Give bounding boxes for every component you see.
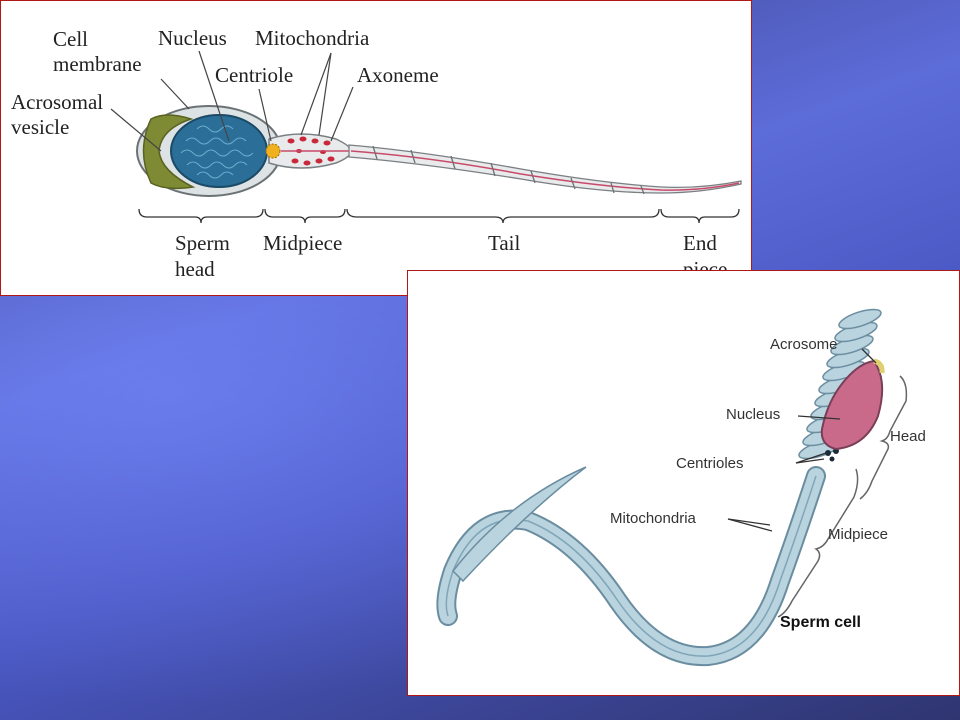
top-diagram-panel: Cell membrane Nucleus Mitochondria Centr… bbox=[0, 0, 752, 296]
caption-sperm-cell: Sperm cell bbox=[780, 614, 861, 631]
mitochondria-dots bbox=[287, 136, 335, 166]
nucleus-texture bbox=[180, 125, 254, 179]
label-sperm-head-line2: head bbox=[175, 257, 215, 281]
label-acrosome: Acrosome bbox=[770, 336, 838, 353]
tail-end bbox=[451, 466, 587, 583]
top-sperm-diagram: Cell membrane Nucleus Mitochondria Centr… bbox=[11, 26, 742, 281]
bottom-braces bbox=[777, 375, 908, 618]
label-sperm-head-line1: Sperm bbox=[175, 231, 230, 255]
tail-rings bbox=[372, 145, 645, 195]
label-mitochondria: Mitochondria bbox=[610, 510, 697, 527]
centriole-shape bbox=[265, 143, 281, 159]
label-head: Head bbox=[890, 428, 926, 445]
label-centrioles: Centrioles bbox=[676, 455, 744, 472]
label-midpiece: Midpiece bbox=[828, 526, 888, 543]
label-end-piece-line1: End bbox=[683, 231, 717, 255]
label-nucleus: Nucleus bbox=[726, 406, 780, 423]
tail-body bbox=[438, 468, 824, 665]
label-acrosomal-line1: Acrosomal bbox=[11, 90, 103, 114]
tail-axoneme bbox=[350, 150, 740, 191]
bottom-diagram-panel: Acrosome Nucleus Head Centrioles Mitocho… bbox=[407, 270, 960, 696]
acrosomal-vesicle-shape bbox=[142, 114, 196, 190]
label-axoneme: Axoneme bbox=[357, 63, 439, 87]
tail-shape bbox=[348, 144, 742, 194]
label-midpiece: Midpiece bbox=[263, 231, 342, 255]
tail-axis bbox=[445, 475, 817, 657]
label-centriole: Centriole bbox=[215, 63, 293, 87]
label-nucleus: Nucleus bbox=[158, 26, 227, 50]
label-acrosomal-line2: vesicle bbox=[11, 115, 69, 139]
bottom-pointer-lines bbox=[727, 348, 877, 532]
label-cell-membrane-line1: Cell bbox=[53, 27, 88, 51]
label-mitochondria: Mitochondria bbox=[255, 26, 370, 50]
label-cell-membrane-line2: membrane bbox=[53, 52, 142, 76]
top-pointer-lines bbox=[110, 50, 354, 152]
label-tail: Tail bbox=[488, 231, 521, 255]
bottom-sperm-diagram: Acrosome Nucleus Head Centrioles Mitocho… bbox=[436, 308, 926, 667]
acrosome-cap bbox=[873, 358, 885, 374]
top-brackets bbox=[138, 208, 740, 224]
nucleus-shape bbox=[820, 359, 884, 451]
